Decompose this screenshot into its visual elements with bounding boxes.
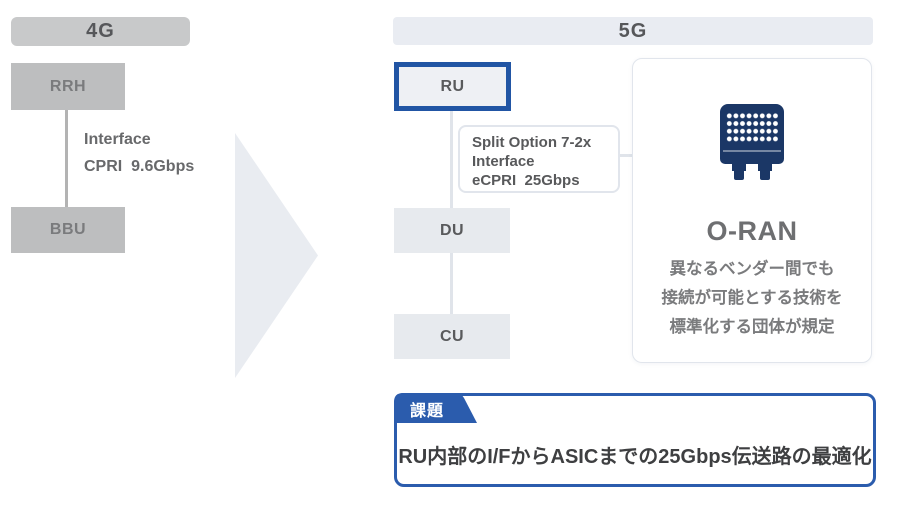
link-label-cpri: Interface CPRI 9.6Gbps [84,126,194,180]
radio-unit-icon [720,104,784,180]
oran-title: O-RAN [706,216,798,246]
right-arrow-shape [235,133,318,378]
radio-unit-icon-separator [723,150,781,152]
node-bbu: BBU [11,207,125,253]
section-header-5g-label: 5G [618,19,648,42]
link-rrh-bbu [65,110,68,207]
issue-text: RU内部のI/FからASICまでの25Gbps伝送路の最適化 [398,445,872,468]
section-header-5g: 5G [393,17,873,45]
split-note-line3: eCPRI 25Gbps [472,172,580,189]
oran-description-line1: 異なるベンダー間でも [669,260,835,278]
node-ru: RU [394,62,511,111]
issue-tab-label: 課題 [410,403,445,420]
section-header-4g-label: 4G [86,20,115,42]
split-note-line2: Interface [472,153,535,170]
link-label-line1: Interface [84,131,151,148]
radio-unit-icon-dots [726,112,778,142]
split-option-note: Split Option 7-2x Interface eCPRI 25Gbps [458,125,620,193]
node-rrh-label: RRH [49,77,87,95]
oran-description: 異なるベンダー間でも 接続が可能とする技術を 標準化する団体が規定 [661,255,842,342]
node-cu-label: CU [439,327,465,345]
oran-description-line3: 標準化する団体が規定 [669,318,835,336]
connector-splitnote-oran [619,154,633,157]
oran-description-line2: 接続が可能とする技術を [661,289,843,307]
issue-tab-svg [394,393,477,423]
node-ru-label: RU [440,77,465,95]
link-ru-du [450,111,453,208]
radio-unit-icon-left-foot [732,164,746,180]
issue-box: 課題 RU内部のI/FからASICまでの25Gbps伝送路の最適化 [394,393,876,487]
node-du: DU [394,208,510,253]
section-header-4g: 4G [11,17,190,46]
node-bbu-label: BBU [49,221,87,238]
link-du-cu [450,253,453,314]
node-cu: CU [394,314,510,359]
link-label-line2: CPRI 9.6Gbps [84,158,195,175]
issue-tab-shape: 課題 [394,393,480,423]
oran-card: O-RAN 異なるベンダー間でも 接続が可能とする技術を 標準化する団体が規定 [632,58,872,363]
split-note-line1: Split Option 7-2x [472,134,592,151]
node-du-label: DU [439,221,465,239]
node-rrh: RRH [11,63,125,110]
radio-unit-icon-right-foot [758,164,772,180]
